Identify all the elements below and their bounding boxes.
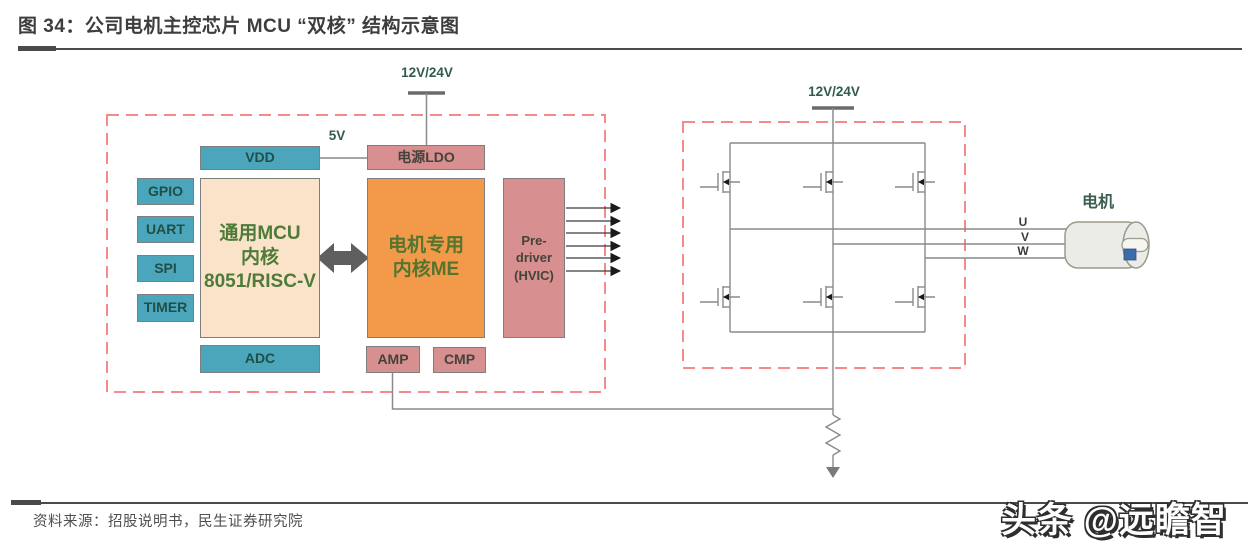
source-note: 资料来源：招股说明书，民生证券研究院 [33, 514, 303, 530]
phase-v-label: V [1020, 230, 1029, 244]
motor-core-me-block: 电机专用 内核ME [367, 178, 485, 338]
mosfet-high-u-icon [699, 170, 741, 194]
amp-sense-wire [391, 373, 833, 410]
motor-label: 电机 [1081, 194, 1114, 211]
predriver-block: Pre- driver (HVIC) [503, 178, 565, 338]
uart-block: UART [137, 216, 194, 243]
footer-rule [11, 502, 1248, 504]
inverter-power-label: 12V/24V [808, 84, 860, 99]
supply-5v-label: 5V [328, 128, 346, 143]
title-underline [18, 48, 1242, 50]
spi-block: SPI [137, 255, 194, 282]
vdd-block: VDD [200, 146, 320, 170]
shunt-resistor-icon [824, 414, 842, 468]
bidirectional-arrow-icon [317, 243, 369, 273]
cmp-block: CMP [433, 347, 486, 373]
ground-icon [826, 467, 840, 478]
mosfet-low-w-icon [894, 285, 936, 309]
general-mcu-core-block: 通用MCU 内核 8051/RISC-V [200, 178, 320, 338]
mosfet-high-w-icon [894, 170, 936, 194]
mcu-power-label: 12V/24V [401, 65, 453, 80]
three-phase-bridge [729, 142, 926, 415]
watermark: 头条 @远瞻智库 [1001, 501, 1227, 540]
mcu-dashed-box [106, 114, 606, 393]
adc-block: ADC [200, 345, 320, 373]
predriver-output-arrows [566, 202, 622, 277]
phase-wires [730, 228, 1066, 259]
phase-w-label: W [1017, 244, 1029, 258]
figure-title: 图 34：公司电机主控芯片 MCU “双核” 结构示意图 [18, 16, 460, 37]
mosfet-low-v-icon [802, 285, 844, 309]
mosfet-high-v-icon [802, 170, 844, 194]
inverter-power-rail-icon [812, 106, 854, 143]
mosfet-low-u-icon [699, 285, 741, 309]
amp-block: AMP [366, 346, 420, 373]
ldo-block: 电源LDO [367, 145, 485, 170]
gpio-block: GPIO [137, 178, 194, 205]
phase-u-label: U [1018, 215, 1028, 229]
timer-block: TIMER [137, 294, 194, 322]
mcu-power-rail-icon [408, 91, 445, 146]
motor-icon [1064, 221, 1150, 269]
inverter-dashed-box [682, 121, 966, 369]
